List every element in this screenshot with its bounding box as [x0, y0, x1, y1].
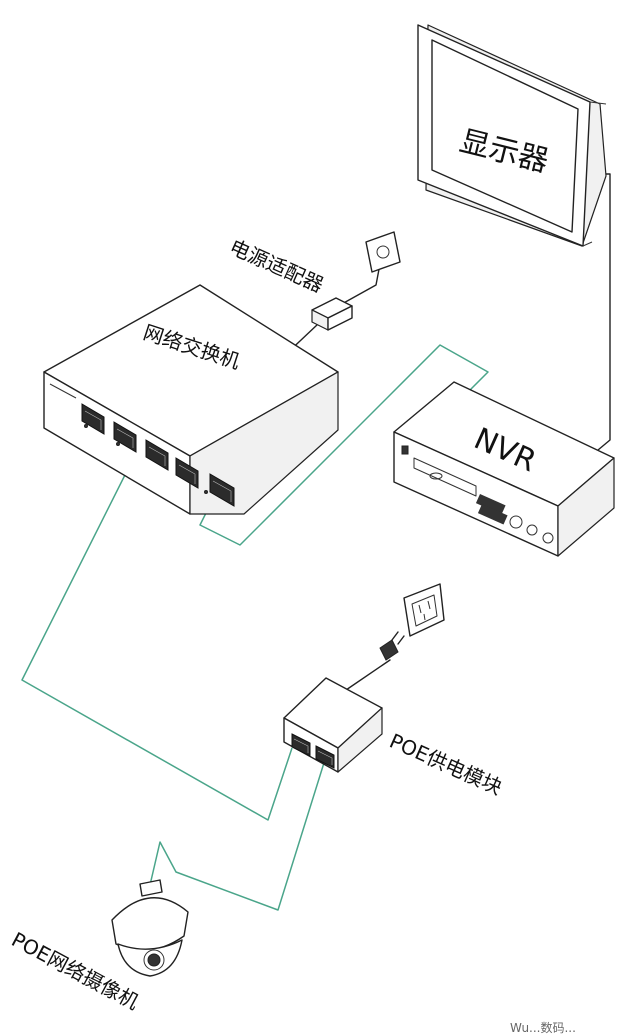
wall-socket-small	[365, 231, 401, 273]
switch-poe-cable	[21, 464, 293, 821]
nvr: NVR	[393, 381, 615, 557]
switch-port-2	[113, 421, 137, 453]
poe-camera: POE网络摄像机	[8, 879, 189, 1014]
poe-module: POE供电模块	[283, 677, 506, 800]
nvr-buttons	[475, 494, 508, 525]
watermark: Wu...数码...	[510, 1020, 576, 1035]
power-plug	[379, 631, 405, 661]
poe-port-power	[315, 745, 335, 769]
poe-module-label: POE供电模块	[386, 729, 506, 800]
switch-port-1	[81, 403, 105, 435]
switch-port-4	[175, 457, 199, 489]
power-adapter-label: 电源适配器	[226, 235, 327, 298]
poe-plug-cable	[345, 659, 391, 691]
poe-camera-cable	[149, 749, 329, 911]
network-switch: 网络交换机	[43, 284, 339, 515]
switch-nvr-cable	[199, 344, 489, 546]
switch-port-uplink	[209, 473, 235, 507]
adapter-socket-cable	[339, 263, 381, 306]
wall-socket	[403, 583, 445, 637]
switch-port-3	[145, 439, 169, 471]
nvr-monitor-cable	[592, 173, 611, 451]
poe-port-data	[291, 733, 311, 757]
monitor: 显示器	[417, 24, 607, 247]
